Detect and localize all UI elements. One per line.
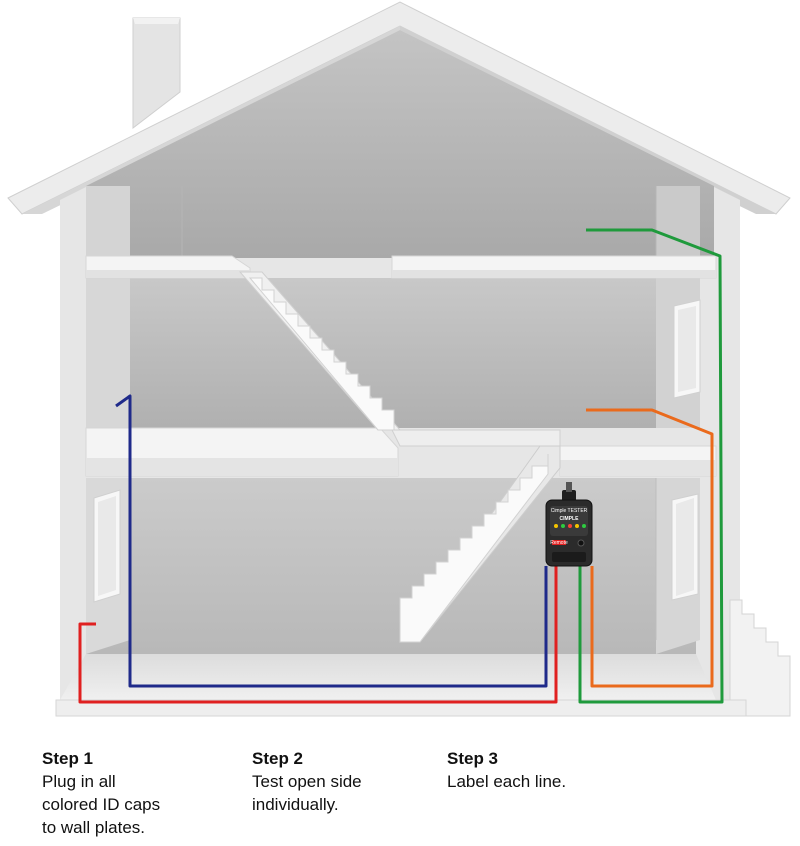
step-2: Step 2 Test open side individually.	[252, 748, 432, 816]
step-1-text: Plug in all colored ID caps to wall plat…	[42, 772, 161, 837]
green-wire	[578, 228, 724, 704]
step-3: Step 3 Label each line.	[447, 748, 647, 793]
exterior-steps	[729, 599, 791, 717]
upper-staircase	[238, 271, 561, 447]
orange-wire	[586, 408, 714, 688]
network-wires	[78, 228, 724, 704]
step-2-title: Step 2	[252, 749, 304, 768]
roof	[7, 1, 791, 215]
step-1: Step 1 Plug in all colored ID caps to wa…	[42, 748, 222, 839]
device-brand: CIMPLE	[560, 516, 580, 522]
step-1-title: Step 1	[42, 749, 94, 768]
device-model: Cimple TESTER	[551, 508, 588, 514]
floor-slabs	[85, 255, 717, 477]
red-wire	[78, 566, 558, 704]
foundation	[55, 699, 747, 717]
lower-staircase	[399, 445, 561, 643]
windows	[93, 299, 701, 603]
step-2-text: Test open side individually.	[252, 772, 362, 814]
blue-wire	[115, 394, 548, 688]
cable-tester-icon: Cimple TESTER CIMPLE Remote	[545, 482, 593, 567]
chimney	[132, 17, 181, 130]
device-tag: Remote	[550, 540, 568, 546]
house-cutaway-illustration: Cimple TESTER CIMPLE Remote	[7, 1, 791, 717]
step-3-title: Step 3	[447, 749, 499, 768]
step-3-text: Label each line.	[447, 772, 567, 791]
